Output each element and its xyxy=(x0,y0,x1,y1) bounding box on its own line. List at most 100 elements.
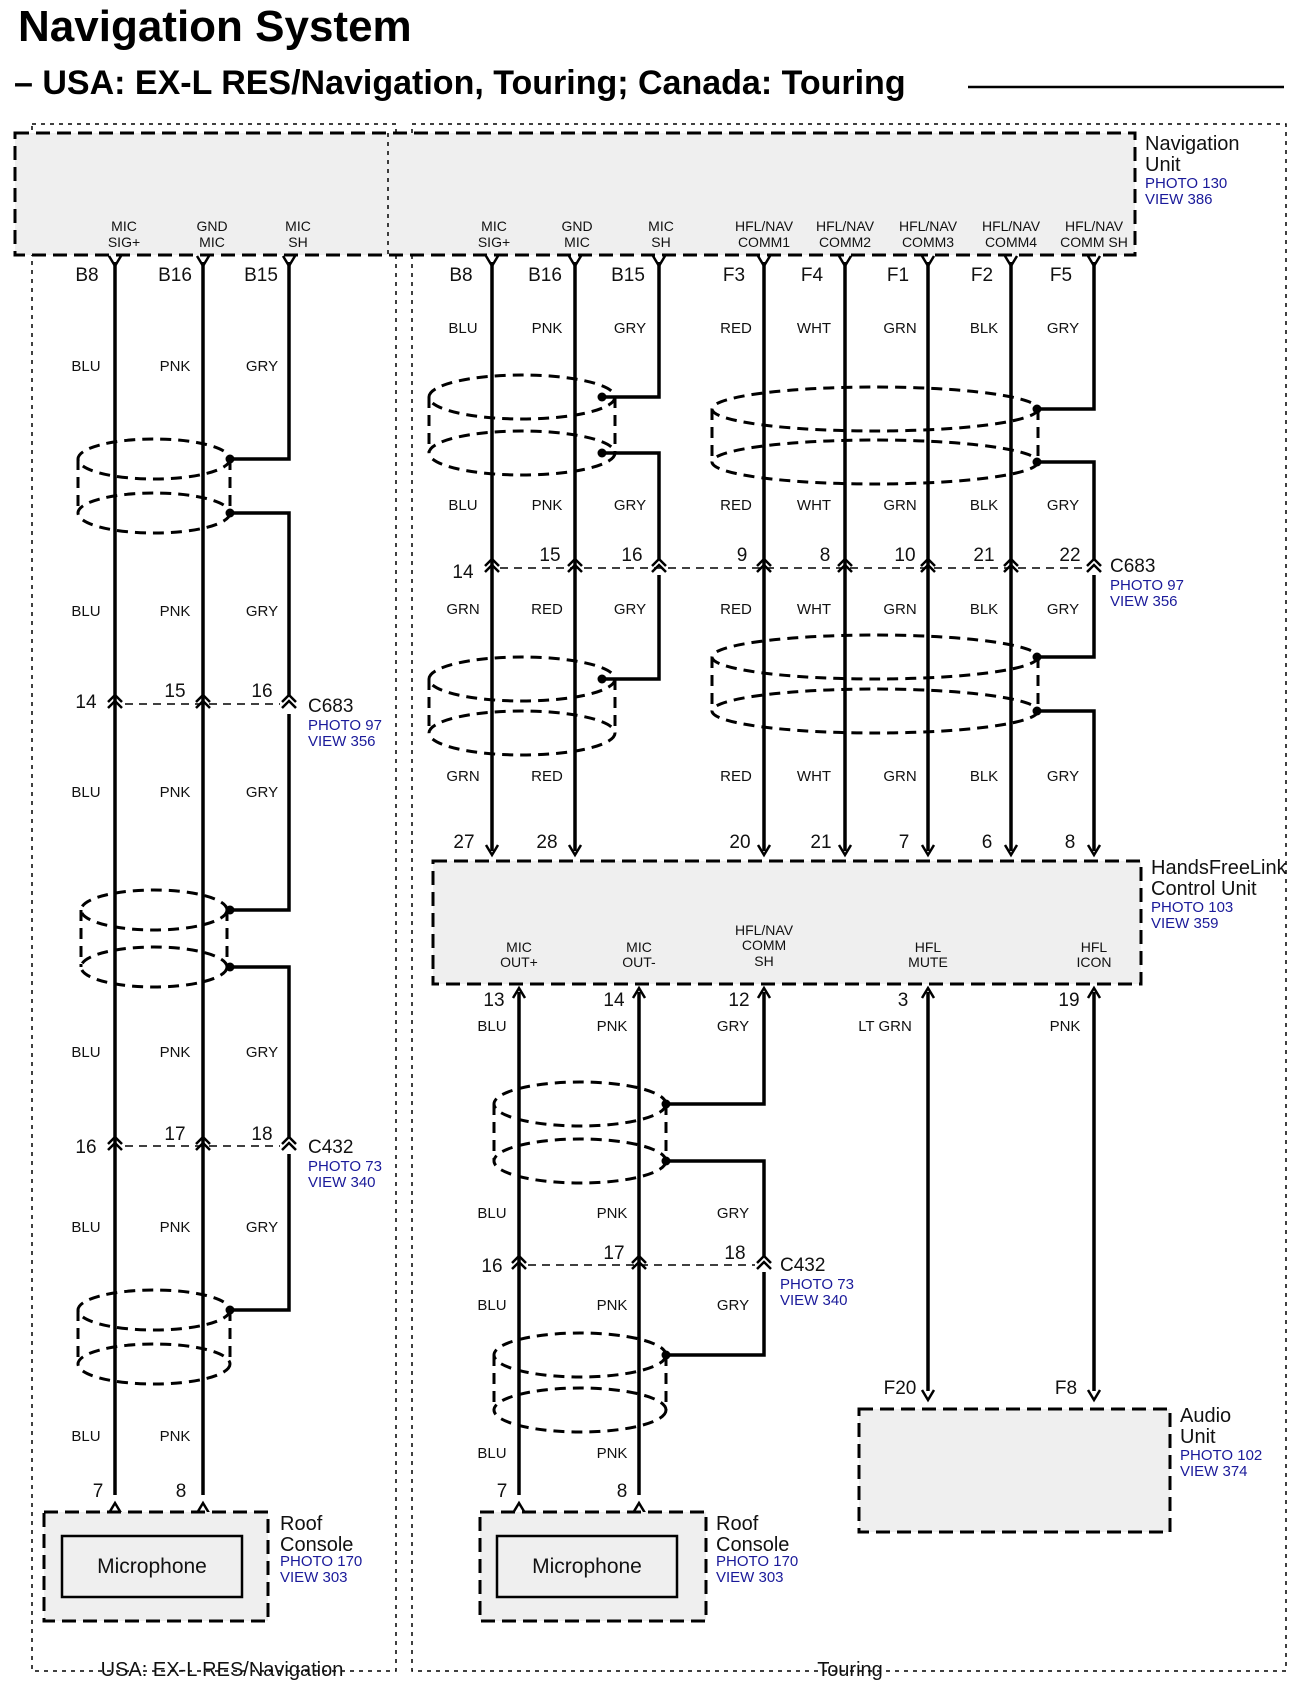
right-wire-color: BLU xyxy=(448,320,477,337)
hfl-control-unit-name: HandsFreeLink xyxy=(1151,857,1288,879)
left-wire-color: PNK xyxy=(160,358,191,375)
right-nav-pin-label: COMM2 xyxy=(819,234,871,250)
right-nav-pin-number: B8 xyxy=(449,265,472,286)
navigation-unit-box xyxy=(13,131,1137,257)
hfl-in-arrow xyxy=(1086,844,1102,858)
right-nav-pin-label: SIG+ xyxy=(478,234,510,250)
left-wire-color: BLU xyxy=(71,784,100,801)
right-mic-drain-2 xyxy=(602,451,661,560)
right-wire-color: BLK xyxy=(970,497,998,514)
left-c432-pin-number: 18 xyxy=(251,1124,272,1145)
right-wire-color: GRY xyxy=(614,601,646,618)
right-c683-pin xyxy=(756,557,772,573)
right-mic-pin-number: 7 xyxy=(497,1481,508,1502)
left-nav-pin-label: MIC xyxy=(285,218,311,234)
right-lower-wire-color: GRY xyxy=(717,1205,749,1222)
left-shield-2-bottom xyxy=(79,945,229,989)
left-c432-pin xyxy=(281,1135,297,1151)
left-mic-pin-number: 7 xyxy=(93,1481,104,1502)
right-wire-color: GRY xyxy=(1047,320,1079,337)
right-wire-color: GRN xyxy=(883,497,916,514)
right-wire-color: BLK xyxy=(970,320,998,337)
hfl-in-pin-number: 6 xyxy=(982,832,993,853)
left-c683-pin xyxy=(107,693,123,709)
right-comm-shield-2-top xyxy=(710,633,1040,681)
right-c683-pin-number: 21 xyxy=(973,545,994,566)
left-shield-1-top xyxy=(76,437,232,481)
right-lower-wire-color: GRY xyxy=(717,1018,749,1035)
left-microphone-box xyxy=(60,1534,244,1599)
right-nav-pin-number: B15 xyxy=(611,265,645,286)
right-comm-shield-1-top xyxy=(710,385,1040,433)
right-c683-ref-line: PHOTO 97 xyxy=(1110,577,1184,594)
right-mic-shield-junction xyxy=(597,674,607,684)
right-c683-pin xyxy=(1003,557,1019,573)
right-c432-pin xyxy=(756,1254,772,1270)
left-c683-pin xyxy=(195,693,211,709)
hfl-in-pin-number: 7 xyxy=(899,832,910,853)
hfl-control-unit-ref-line: PHOTO 103 xyxy=(1151,899,1233,916)
right-nav-pin-label: HFL/NAV xyxy=(899,218,958,234)
hfl-out-pin-label: HFL xyxy=(1081,939,1108,955)
left-wire-color: PNK xyxy=(160,784,191,801)
hfl-out-pin-label: MIC xyxy=(506,939,532,955)
right-lower-wire-color: PNK xyxy=(597,1445,628,1462)
right-roof-console-ref-line: VIEW 303 xyxy=(716,1569,784,1586)
left-c683-pin-number: 14 xyxy=(75,692,97,713)
right-wire-color: RED xyxy=(720,497,752,514)
right-wire-color: PNK xyxy=(532,320,563,337)
right-wire-color: RED xyxy=(531,768,563,785)
right-c683-pin-number: 8 xyxy=(820,545,831,566)
left-c683-pin-number: 15 xyxy=(164,681,185,702)
right-roof-console-ref-line: PHOTO 170 xyxy=(716,1553,798,1570)
left-nav-pin-number: B15 xyxy=(244,265,278,286)
page-subtitle: – USA: EX-L RES/Navigation, Touring; Can… xyxy=(14,64,906,102)
right-c683-pin xyxy=(651,557,667,573)
left-drain-2 xyxy=(230,511,291,697)
right-lower-wire-color: PNK xyxy=(597,1297,628,1314)
audio-pin-arrow xyxy=(920,1389,936,1403)
right-wire-color: BLU xyxy=(448,497,477,514)
right-wire-color: RED xyxy=(720,320,752,337)
hfl-out-pin-number: 13 xyxy=(483,990,504,1011)
right-lower-drain-1 xyxy=(666,992,766,1106)
left-drain-4 xyxy=(230,965,291,1138)
right-wire-color: WHT xyxy=(797,768,831,785)
left-roof-console-ref-line: VIEW 303 xyxy=(280,1569,348,1586)
navigation-unit-ref-line: VIEW 386 xyxy=(1145,191,1213,208)
right-wire-color: WHT xyxy=(797,497,831,514)
right-nav-pin-label: MIC xyxy=(481,218,507,234)
left-wire-color: BLU xyxy=(71,1428,100,1445)
right-microphone-label: Microphone xyxy=(532,1555,642,1578)
left-nav-pin-number: B8 xyxy=(75,265,98,286)
left-wire-color: GRY xyxy=(246,358,278,375)
hfl-out-arrow xyxy=(1086,985,1102,999)
left-drain-3 xyxy=(230,714,291,912)
right-nav-pin-label: GND xyxy=(561,218,592,234)
hfl-control-unit-box xyxy=(431,859,1143,986)
right-mic-shield-2-bottom xyxy=(427,709,617,757)
audio-unit-name: Audio xyxy=(1180,1405,1231,1427)
right-c683-pin xyxy=(837,557,853,573)
left-variant-frame xyxy=(31,123,397,1672)
audio-unit-ref-line: PHOTO 102 xyxy=(1180,1447,1262,1464)
right-nav-pin-label: HFL/NAV xyxy=(982,218,1041,234)
right-comm-drain-2 xyxy=(1037,460,1096,560)
hfl-out-pin-label: MUTE xyxy=(908,954,948,970)
hfl-in-arrow xyxy=(920,844,936,858)
right-wire-color: BLK xyxy=(970,601,998,618)
left-c432-pin-number: 17 xyxy=(164,1124,185,1145)
hfl-in-arrow xyxy=(484,844,500,858)
audio-pin-number: F20 xyxy=(884,1378,917,1399)
right-roof-console-name: Roof xyxy=(716,1513,759,1535)
left-c432-pin xyxy=(107,1135,123,1151)
right-c683-pin-number: 14 xyxy=(452,562,474,583)
left-c432-ref-line: VIEW 340 xyxy=(308,1174,376,1191)
page-title: Navigation System xyxy=(18,2,412,51)
left-wire-color: GRY xyxy=(246,1219,278,1236)
right-wire-color: RED xyxy=(531,601,563,618)
audio-unit-ref-line: VIEW 374 xyxy=(1180,1463,1248,1480)
audio-pin-number: F8 xyxy=(1055,1378,1077,1399)
right-c683-pin-number: 16 xyxy=(621,545,642,566)
hfl-out-pin-label: MIC xyxy=(626,939,652,955)
